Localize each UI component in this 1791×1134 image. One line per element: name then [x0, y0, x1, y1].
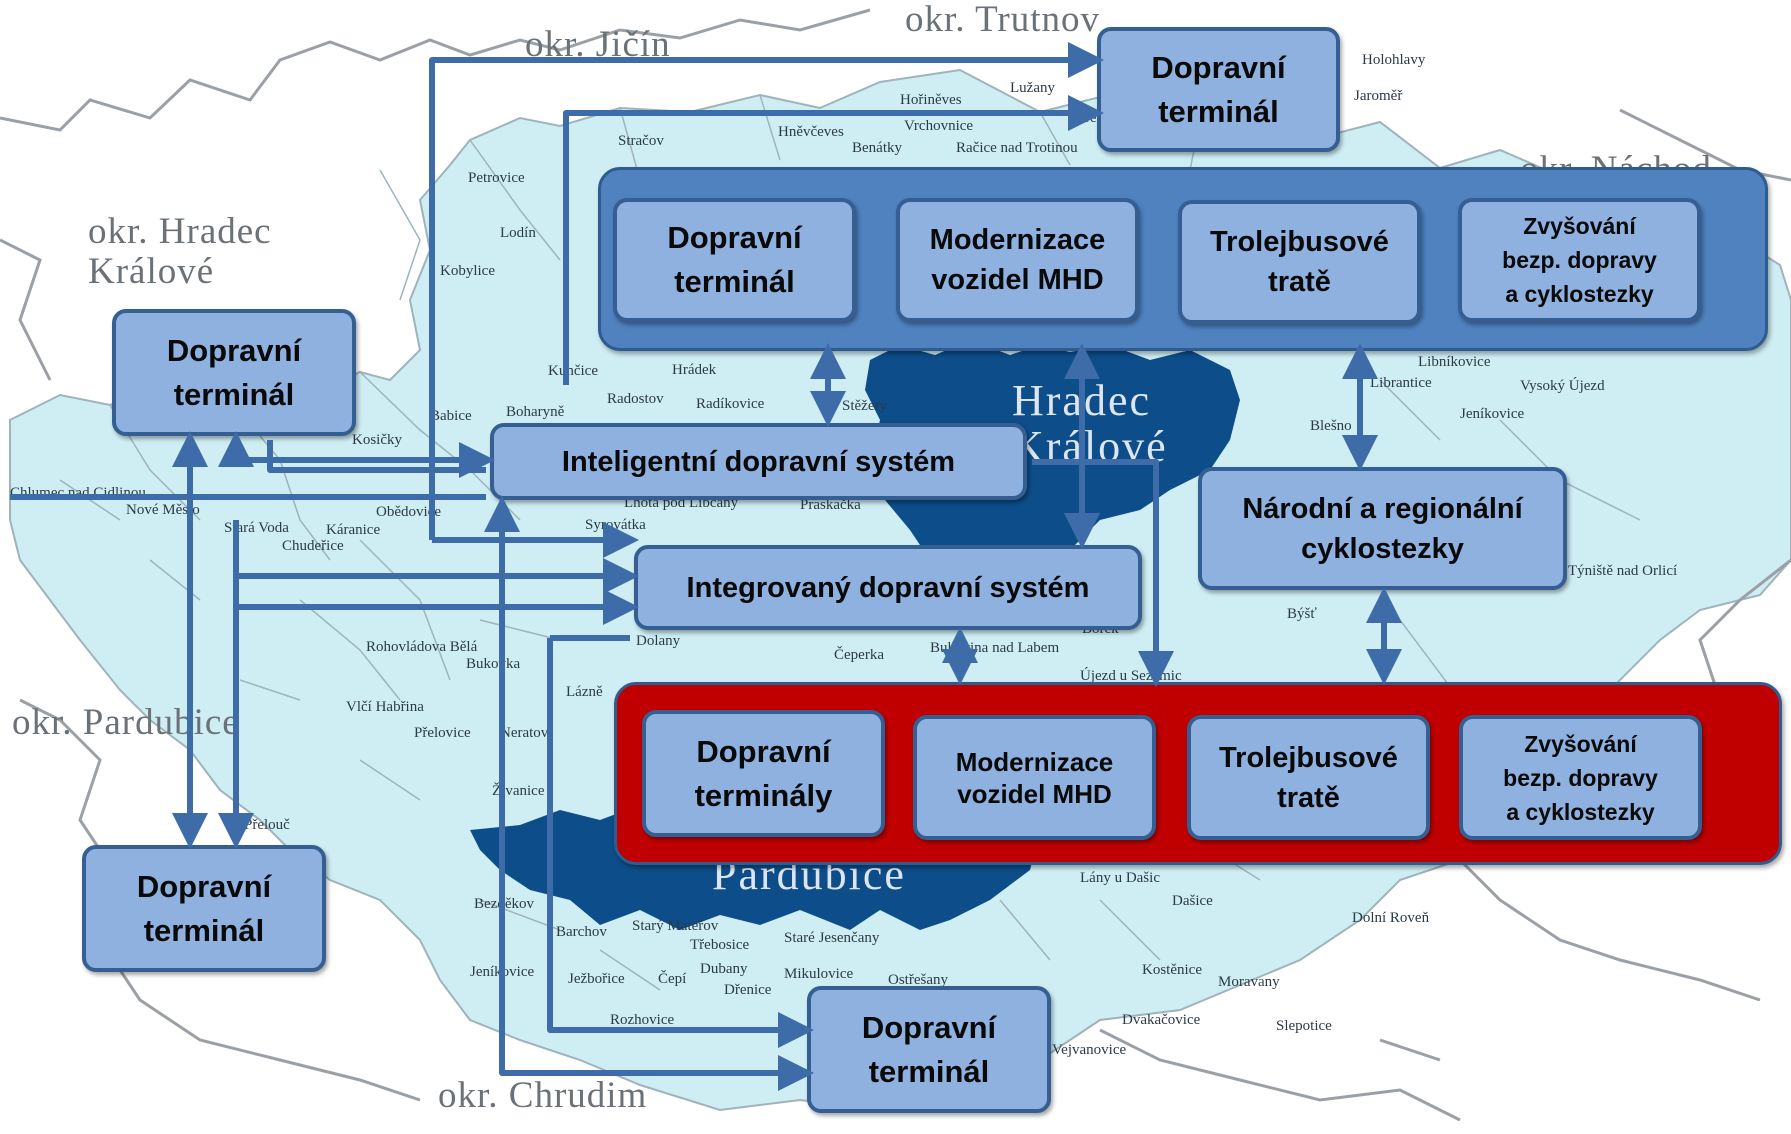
town-label: Přelovice [414, 725, 471, 741]
town-label: Slepotice [1276, 1018, 1332, 1034]
town-label: Neratov [500, 725, 549, 741]
town-label: Starý Mateřov [632, 918, 719, 934]
town-label: Boharyně [506, 404, 565, 420]
town-label: Čeperka [834, 647, 884, 663]
town-label: Živanice [492, 783, 545, 799]
district-jicin-label: okr. Jičín [525, 24, 671, 65]
town-label: Benátky [852, 140, 902, 156]
pce-safety-box: Zvyšování bezp. dopravy a cyklostezky [1459, 715, 1702, 840]
town-label: Lázně [566, 684, 603, 700]
town-label: Hněvčeves [778, 124, 844, 140]
town-label: Ostřešany [888, 972, 948, 988]
town-label: Ježbořice [568, 971, 625, 987]
town-label: Bukovina nad Labem [930, 640, 1060, 656]
town-label: Třebosice [690, 937, 750, 953]
town-label: Jeníkovice [1460, 406, 1525, 422]
town-label: Librantice [1370, 375, 1432, 391]
town-label: Radostov [607, 391, 664, 407]
town-label: Vlčí Habřina [346, 699, 424, 715]
town-label: Stará Voda [224, 520, 289, 536]
town-label: Kunčice [548, 363, 598, 379]
town-label: Stračov [618, 133, 664, 149]
hk-terminal-box: Dopravní terminál [613, 198, 856, 322]
town-label: Káranice [326, 522, 381, 538]
town-label: Dvakačovice [1122, 1012, 1201, 1028]
town-label: Hrádek [672, 362, 717, 378]
town-label: Býšť [1287, 606, 1317, 622]
town-label: Chudeřice [282, 538, 344, 554]
town-label: Dubany [700, 961, 748, 977]
town-label: Vejvanovice [1052, 1042, 1127, 1058]
town-label: Stěžery [842, 398, 887, 414]
town-label: Kostěnice [1142, 962, 1202, 978]
town-label: Blešno [1310, 418, 1352, 434]
town-label: Obědovice [376, 504, 441, 520]
terminal-left-box: Dopravní terminál [112, 309, 356, 436]
town-label: Týniště nad Orlicí [1568, 563, 1678, 579]
town-label: Libníkovice [1418, 354, 1491, 370]
town-label: Holohlavy [1362, 52, 1426, 68]
district-trutnov-label: okr. Trutnov [905, 0, 1101, 40]
town-label: Chlumec nad Cidlinou [10, 485, 146, 501]
town-label: Vrchovnice [904, 118, 974, 134]
town-label: Babice [430, 408, 472, 424]
town-label: Dřenice [724, 982, 772, 998]
its-box: Inteligentní dopravní systém [490, 423, 1027, 500]
town-label: Bukovka [466, 656, 521, 672]
town-label: Kosičky [352, 432, 402, 448]
district-chrudim-label: okr. Chrudim [438, 1075, 648, 1116]
town-label: Moravany [1218, 974, 1280, 990]
town-label: Hořiněves [900, 92, 962, 108]
town-label: Mikulovice [784, 966, 854, 982]
town-label: Barchov [556, 924, 607, 940]
terminal-top-box: Dopravní terminál [1097, 27, 1340, 152]
town-label: Račice nad Trotinou [956, 140, 1078, 156]
town-label: Bezděkov [474, 896, 534, 912]
pce-terminals-box: Dopravní terminály [642, 710, 885, 837]
city-hradec-label: Hradec Králové [1012, 376, 1168, 471]
town-label: Kobylice [440, 263, 495, 279]
hk-safety-box: Zvyšování bezp. dopravy a cyklostezky [1458, 198, 1701, 322]
town-label: Radíkovice [696, 396, 765, 412]
town-label: Rozhovice [610, 1012, 675, 1028]
town-label: Dolany [636, 633, 681, 649]
terminal-bottom-center-box: Dopravní terminál [807, 986, 1051, 1113]
town-label: Nové Město [126, 502, 200, 518]
district-pardubice-label: okr. Pardubice [12, 702, 240, 743]
pce-trolleybus-box: Trolejbusové tratě [1187, 715, 1430, 840]
district-hradec-label: okr. Hradec Králové [88, 211, 272, 292]
town-label: Lužany [1010, 80, 1055, 96]
terminal-bottom-left-box: Dopravní terminál [82, 845, 326, 972]
hk-trolleybus-box: Trolejbusové tratě [1178, 200, 1421, 324]
town-label: Jeníkovice [470, 964, 535, 980]
town-label: Čepí [658, 971, 687, 987]
ids-box: Integrovaný dopravní systém [634, 545, 1142, 630]
town-label: Jaroměř [1354, 88, 1403, 104]
town-label: Přelouč [244, 817, 290, 833]
town-label: Petrovice [468, 170, 525, 186]
town-label: Syrovátka [585, 517, 646, 533]
hk-mhd-box: Modernizace vozidel MHD [896, 198, 1139, 322]
town-label: Vysoký Újezd [1520, 378, 1605, 394]
town-label: Staré Jesenčany [784, 930, 880, 946]
cyclo-box: Národní a regionální cyklostezky [1198, 467, 1567, 590]
town-label: Lodín [500, 225, 536, 241]
pce-mhd-box: Modernizace vozidel MHD [913, 715, 1156, 840]
town-label: Dolní Roveň [1352, 910, 1430, 926]
town-label: Rohovládova Bělá [366, 639, 478, 655]
town-label: Lány u Dašic [1080, 870, 1160, 886]
town-label: Dašice [1172, 893, 1213, 909]
